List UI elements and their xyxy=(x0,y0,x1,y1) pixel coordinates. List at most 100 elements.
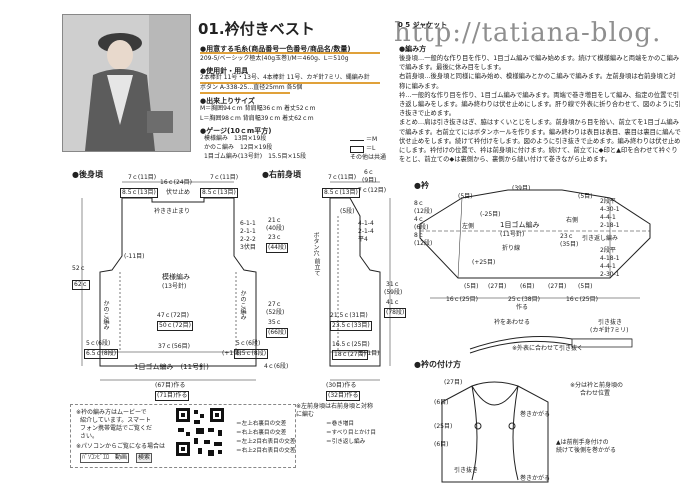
qr-code-icon[interactable] xyxy=(174,406,226,458)
qr-text-2: 紹介しています。スマート xyxy=(80,417,152,424)
front-shoulder: 8.5ｃ(13目) xyxy=(322,188,360,198)
back-top-mid: 16ｃ(24目) xyxy=(160,179,192,186)
front-bottom-cast-2: (32目)作る xyxy=(326,391,361,401)
back-row-rule: 6-1-1 xyxy=(240,220,256,227)
method-paragraph: 衿…一般的な作り目を作り、1目ゴム編みで編みます。両端で巻き増目をして編み、指定… xyxy=(399,91,681,118)
back-side-right: かのこ編み xyxy=(239,290,246,320)
method-paragraph: まとめ…肩は引き抜きはぎ、脇はすくいとじをします。前身頃から目を拾い、前立てを1… xyxy=(399,119,681,164)
back-h52r: (52段) xyxy=(266,309,285,316)
collar-top-2: (5目) xyxy=(458,193,473,200)
qr-search-button[interactable]: 検索 xyxy=(136,453,153,463)
front-w18: 18ｃ(27目) xyxy=(332,350,368,360)
collar-bottom-3: (27目) xyxy=(548,283,567,290)
collar-left-dims: 8ｃ (12段) 4ｃ (6段) 8ｃ (12段) xyxy=(414,200,432,248)
collar-left: 左側 xyxy=(462,223,475,230)
back-rows: 6-1-1 2-1-1 2-2-2 3伏目 xyxy=(240,220,256,252)
back-h35: 35ｃ xyxy=(268,319,282,326)
collar-row-rule: 2-18-1 xyxy=(600,222,620,229)
front-top-left: 7ｃ(11目) xyxy=(328,174,357,181)
back-body-title: ●後身頃 xyxy=(72,170,103,179)
qr-text-3: フォン携帯電話でご覧くだ xyxy=(80,425,153,432)
front-neck-mark: (5段) xyxy=(340,208,355,215)
back-top-left: 7ｃ(11目) xyxy=(128,174,157,181)
attach-a: (6目) xyxy=(434,399,449,406)
size-label-l: ＝L xyxy=(366,145,376,152)
back-shoulder-right: 8.5ｃ(13目) xyxy=(200,188,238,198)
back-c5: 5ｃ(6段) xyxy=(86,340,111,347)
collar-detail-pull: 引き抜き xyxy=(598,319,623,326)
back-minus11: (-11目) xyxy=(124,253,145,260)
yarn-underline xyxy=(200,52,380,54)
collar-center: (-25目) xyxy=(480,211,501,218)
attach-note-1: ※分は衿と前身頃の xyxy=(570,382,624,389)
back-c5-right: 5ｃ(6段) xyxy=(236,340,261,347)
back-rib: 1目ゴム編み (11号針) xyxy=(134,363,209,371)
back-top-right: 7ｃ(11目) xyxy=(210,174,239,181)
back-side-left: かのこ編み xyxy=(102,300,109,330)
attach-note-2: 合わせ位置 xyxy=(580,390,611,397)
qr-text-1: ※衿の編み方はムービーで xyxy=(76,409,147,416)
method-text: 後身頃…一般的な作り目を作り、1目ゴム編みで編み始めます。続けて模様編みと両端を… xyxy=(399,54,681,164)
symbol-legend-2: ＝巻き増目 ＝すべり目とかけ目 ＝引き返し編み xyxy=(326,420,376,447)
back-height-52: 52ｃ xyxy=(72,265,86,272)
attach-wrap-2: 巻きかがる xyxy=(520,475,551,482)
front-h78: (78段) xyxy=(384,308,407,318)
right-front-title: ●右前身頃 xyxy=(262,170,301,179)
collar-needle: (11号針) xyxy=(500,231,525,238)
tools-heading: ●使用針・用具 xyxy=(200,67,249,75)
front-buttonhole: ボタン穴 xyxy=(312,232,319,256)
method-heading: ●編み方 xyxy=(399,44,431,54)
back-body-diagram xyxy=(81,181,257,381)
collar-row-rule: 2段平 xyxy=(600,247,616,254)
collar-dim: 8ｃ xyxy=(414,200,424,207)
yarn-heading: ●用意する毛糸(商品番号一色番号/商品名/数量) xyxy=(200,45,351,53)
front-right-top: 7ｃ(12目) xyxy=(358,187,387,194)
size-label-common: その他は共通 xyxy=(350,154,387,161)
qr-block xyxy=(70,404,296,468)
size-m: M＝胸囲94ｃm 背肩幅36ｃm 着丈52ｃm xyxy=(200,105,316,112)
collar-top: (39目) xyxy=(512,185,531,192)
size-l-box xyxy=(350,146,364,153)
collar-w35: (35目) xyxy=(560,241,579,248)
qr-text-4: さい。 xyxy=(80,433,99,440)
qr-search-box[interactable]: ﾊﾟｿｺﾝﾋﾟｴﾛ 動画 xyxy=(80,453,130,463)
front-bottom-cast: (30目)作る xyxy=(326,382,357,389)
back-h40: (40段) xyxy=(266,225,285,232)
back-row-rule: 2-1-1 xyxy=(240,228,256,235)
back-h27: 27ｃ xyxy=(268,301,282,308)
method-paragraph: 右前身頃…後身頃と同様に編み始め、模様編みとかのこ編みで編みます。左前身頃は右前… xyxy=(399,73,676,90)
collar-make: 作る xyxy=(516,304,529,311)
back-bottom-cast-2: (71目)作る xyxy=(155,391,190,401)
gauge-row: かのこ編み 12目×19段 xyxy=(204,144,273,151)
collar-rows-right-2: 2段平 4-18-1 4-4-1 2-30-1 xyxy=(600,247,620,279)
collar-detail-note: ※外表に合わせて引き抜く xyxy=(512,345,584,352)
collar-attach-title: ●衿の付け方 xyxy=(414,360,461,369)
gauge-list: 模様編み 13目×19段 かのこ編み 12目×19段 1目ゴム編み(13号針) … xyxy=(204,134,306,161)
back-c65: 6.5ｃ(8段) xyxy=(84,349,119,359)
front-h31: 31ｃ xyxy=(386,281,400,288)
front-row-rule: 4-1-4 xyxy=(358,220,374,227)
attach-b: (25目) xyxy=(434,423,453,430)
right-front-diagram xyxy=(329,181,391,381)
back-c65-right: 6.5ｃ(8段) xyxy=(234,349,269,359)
collar-right: 右側 xyxy=(566,217,579,224)
front-plus1: (+1目) xyxy=(360,350,380,357)
front-h59: (59段) xyxy=(384,289,403,296)
symbol-legend: ＝左上右裏目の交差 ＝右上右裏目の交差 ＝左上2目右表目の交差 ＝右上2目右表目… xyxy=(236,420,296,456)
front-w235: 23.5ｃ(33目) xyxy=(330,321,372,331)
collar-detail-label: 衿をあわせる xyxy=(494,319,531,326)
collar-row-rule: 2段平 xyxy=(600,198,616,205)
size-label-m: ＝M xyxy=(366,136,378,143)
collar-bottom-0: (5目) xyxy=(464,283,479,290)
collar-row-rule: 4-4-1 xyxy=(600,263,616,270)
collar-row-rule: 2-30-1 xyxy=(600,271,620,278)
front-w165: 16.5ｃ(25目) xyxy=(332,341,370,348)
tools-underline-2 xyxy=(200,92,290,94)
legend-item: ＝左上右裏目の交差 xyxy=(236,421,287,427)
legend-item: ＝引き返し編み xyxy=(326,439,366,445)
collar-bottom-4: (5目) xyxy=(578,283,593,290)
collar-bottom-2: (6目) xyxy=(520,283,535,290)
attach-note-4: 続けて後側を巻かがる xyxy=(556,447,617,454)
model-photo xyxy=(62,14,191,152)
front-h41: 41ｃ xyxy=(386,299,400,306)
